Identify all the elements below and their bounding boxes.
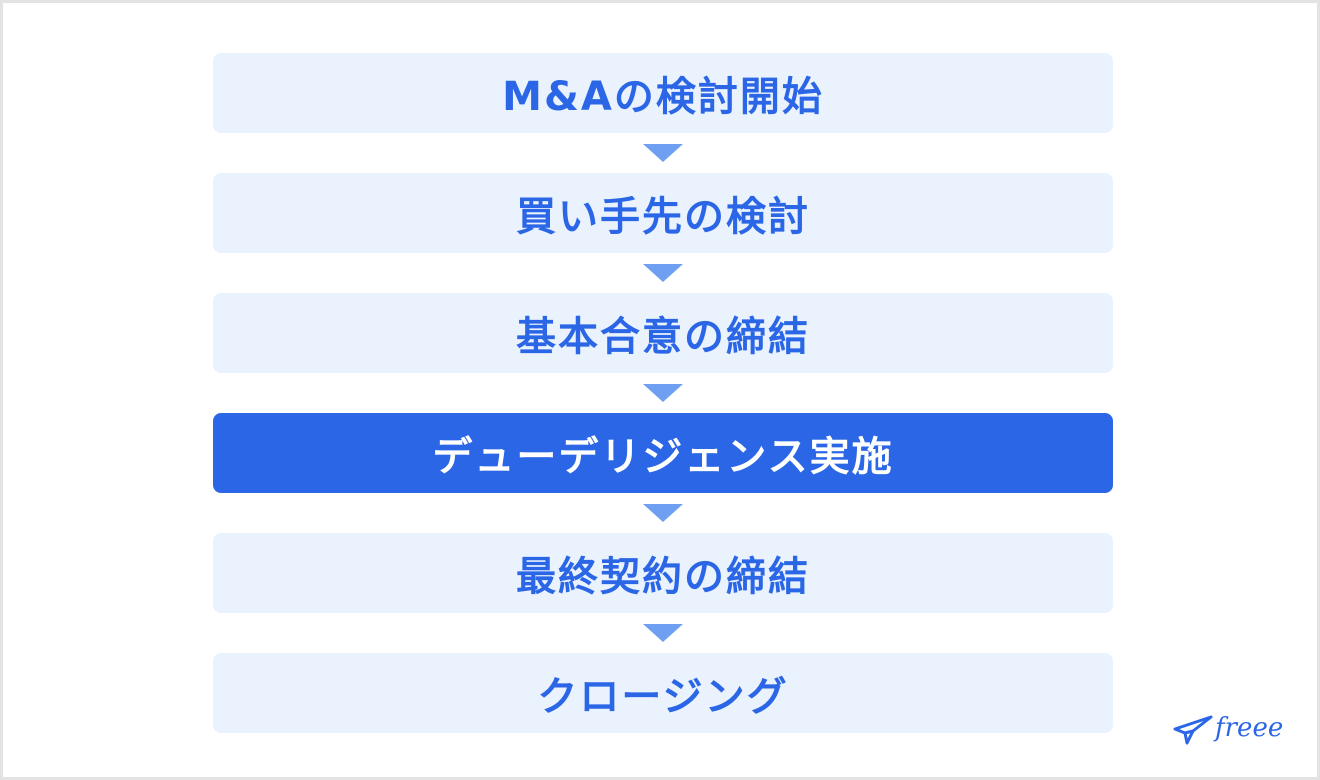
step-label: M&Aの検討開始 — [502, 74, 824, 120]
flow-steps: M&Aの検討開始 買い手先の検討 基本合意の締結 デューデリジェンス実施 最終契… — [213, 53, 1113, 733]
down-arrow-icon — [643, 504, 683, 522]
step-label: クロージング — [537, 674, 789, 720]
down-arrow-icon — [643, 384, 683, 402]
step-buyer-review: 買い手先の検討 — [213, 173, 1113, 253]
step-final-contract: 最終契約の締結 — [213, 533, 1113, 613]
flow-arrow — [213, 493, 1113, 533]
step-label: 買い手先の検討 — [516, 194, 810, 240]
logo-text: freee — [1215, 713, 1284, 743]
down-arrow-icon — [643, 144, 683, 162]
flow-arrow — [213, 613, 1113, 653]
step-closing: クロージング — [213, 653, 1113, 733]
flow-arrow — [213, 133, 1113, 173]
flow-arrow — [213, 253, 1113, 293]
flow-arrow — [213, 373, 1113, 413]
step-basic-agreement: 基本合意の締結 — [213, 293, 1113, 373]
step-label: 基本合意の締結 — [516, 314, 810, 360]
step-label: デューデリジェンス実施 — [432, 434, 894, 480]
freee-logo: freee — [1173, 703, 1293, 753]
freee-bird-icon — [1173, 715, 1213, 745]
down-arrow-icon — [643, 264, 683, 282]
step-ma-start: M&Aの検討開始 — [213, 53, 1113, 133]
step-due-diligence: デューデリジェンス実施 — [213, 413, 1113, 493]
down-arrow-icon — [643, 624, 683, 642]
step-label: 最終契約の締結 — [516, 554, 810, 600]
